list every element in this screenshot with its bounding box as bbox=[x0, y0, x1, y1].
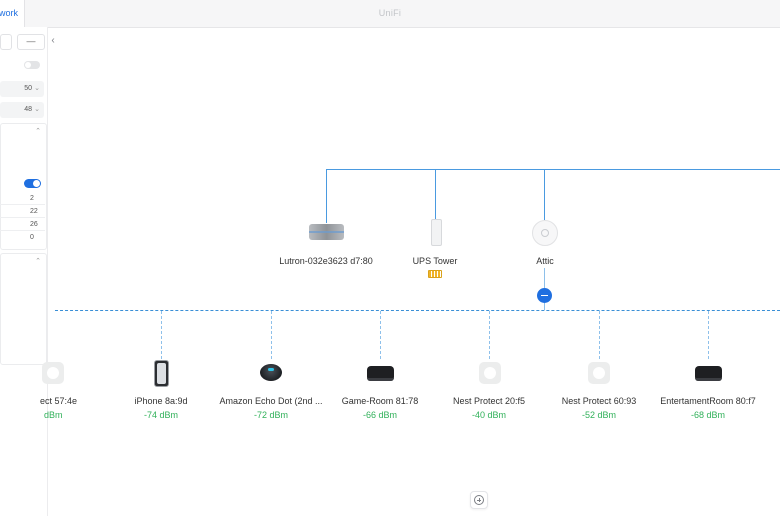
attic-drop-line bbox=[544, 268, 545, 288]
client-signal: -68 dBm bbox=[690, 410, 725, 420]
title-bar: Network UniFi bbox=[0, 0, 780, 28]
client-label[interactable]: Game-Room 81:78 bbox=[341, 396, 419, 406]
select-box-1[interactable]: 50 ⌄ bbox=[0, 81, 44, 97]
client-link bbox=[161, 311, 162, 359]
select-box-2[interactable]: 48 ⌄ bbox=[0, 102, 44, 118]
uplink-wire bbox=[544, 169, 545, 220]
panel-left-button[interactable] bbox=[0, 34, 12, 50]
tab-network[interactable]: Network bbox=[0, 0, 25, 27]
divider bbox=[0, 217, 45, 218]
client-label[interactable]: EntertamentRoom 80:f7 bbox=[660, 396, 756, 406]
client-link bbox=[271, 311, 272, 359]
stat-value: 0 bbox=[30, 234, 34, 241]
iphone-icon[interactable] bbox=[154, 360, 169, 387]
stat-value: 2 bbox=[30, 195, 34, 202]
apple-tv-icon[interactable] bbox=[367, 366, 394, 381]
attic-drop-line bbox=[544, 303, 545, 310]
device-label-lutron[interactable]: Lutron-032e3623 d7:80 bbox=[279, 256, 373, 266]
chevron-down-icon: ⌄ bbox=[34, 106, 40, 113]
select-1-value: 50 bbox=[24, 85, 32, 92]
lutron-bridge-icon[interactable] bbox=[309, 224, 344, 240]
client-label[interactable]: iPhone 8a:9d bbox=[134, 396, 188, 406]
nest-protect-icon[interactable] bbox=[479, 362, 501, 384]
zoom-in-icon bbox=[474, 495, 484, 505]
nest-protect-icon[interactable] bbox=[588, 362, 610, 384]
zoom-in-button[interactable] bbox=[470, 491, 488, 509]
client-label[interactable]: Nest Protect 20:f5 bbox=[452, 396, 526, 406]
collapse-panel-icon[interactable]: ‹ bbox=[51, 35, 55, 46]
echo-dot-icon[interactable] bbox=[260, 364, 282, 381]
uplink-bus-line bbox=[326, 169, 780, 170]
client-signal: -40 dBm bbox=[471, 410, 506, 420]
client-link bbox=[380, 311, 381, 359]
divider bbox=[0, 230, 45, 231]
client-signal: dBm bbox=[44, 410, 63, 420]
tab-network-label: Network bbox=[0, 8, 18, 18]
chevron-down-icon: ⌄ bbox=[34, 85, 40, 92]
stat-value: 22 bbox=[30, 208, 38, 215]
client-label[interactable]: Nest Protect 60:93 bbox=[561, 396, 637, 406]
stat-value: 26 bbox=[30, 221, 38, 228]
device-label-attic[interactable]: Attic bbox=[536, 256, 554, 266]
client-link bbox=[489, 311, 490, 359]
collapse-clients-button[interactable] bbox=[537, 288, 552, 303]
client-link bbox=[599, 311, 600, 359]
device-label-ups[interactable]: UPS Tower bbox=[412, 256, 458, 266]
ups-tower-icon[interactable] bbox=[431, 219, 442, 246]
apple-tv-icon[interactable] bbox=[695, 366, 722, 381]
chevron-up-icon[interactable]: ⌃ bbox=[35, 258, 41, 265]
toggle-switch-on[interactable] bbox=[24, 179, 41, 188]
client-signal: -74 dBm bbox=[143, 410, 178, 420]
client-signal: -66 dBm bbox=[362, 410, 397, 420]
client-signal: -72 dBm bbox=[253, 410, 288, 420]
divider bbox=[0, 204, 45, 205]
client-signal: -52 dBm bbox=[581, 410, 616, 420]
nest-protect-icon[interactable] bbox=[42, 362, 64, 384]
wireless-client-bus bbox=[55, 310, 780, 311]
select-2-value: 48 bbox=[24, 106, 32, 113]
panel-minus-button[interactable]: — bbox=[17, 34, 45, 50]
toggle-switch-off[interactable] bbox=[24, 61, 40, 69]
client-label[interactable]: Amazon Echo Dot (2nd ... bbox=[219, 396, 323, 406]
client-link bbox=[708, 311, 709, 359]
uplink-wire bbox=[435, 169, 436, 219]
chevron-up-icon[interactable]: ⌃ bbox=[35, 128, 41, 135]
battery-icon bbox=[428, 270, 442, 278]
uplink-wire bbox=[326, 169, 327, 223]
settings-card-2: ⌃ bbox=[0, 253, 47, 365]
client-label[interactable]: ect 57:4e bbox=[40, 396, 78, 406]
access-point-icon[interactable] bbox=[532, 220, 558, 246]
app-title: UniFi bbox=[378, 8, 402, 18]
